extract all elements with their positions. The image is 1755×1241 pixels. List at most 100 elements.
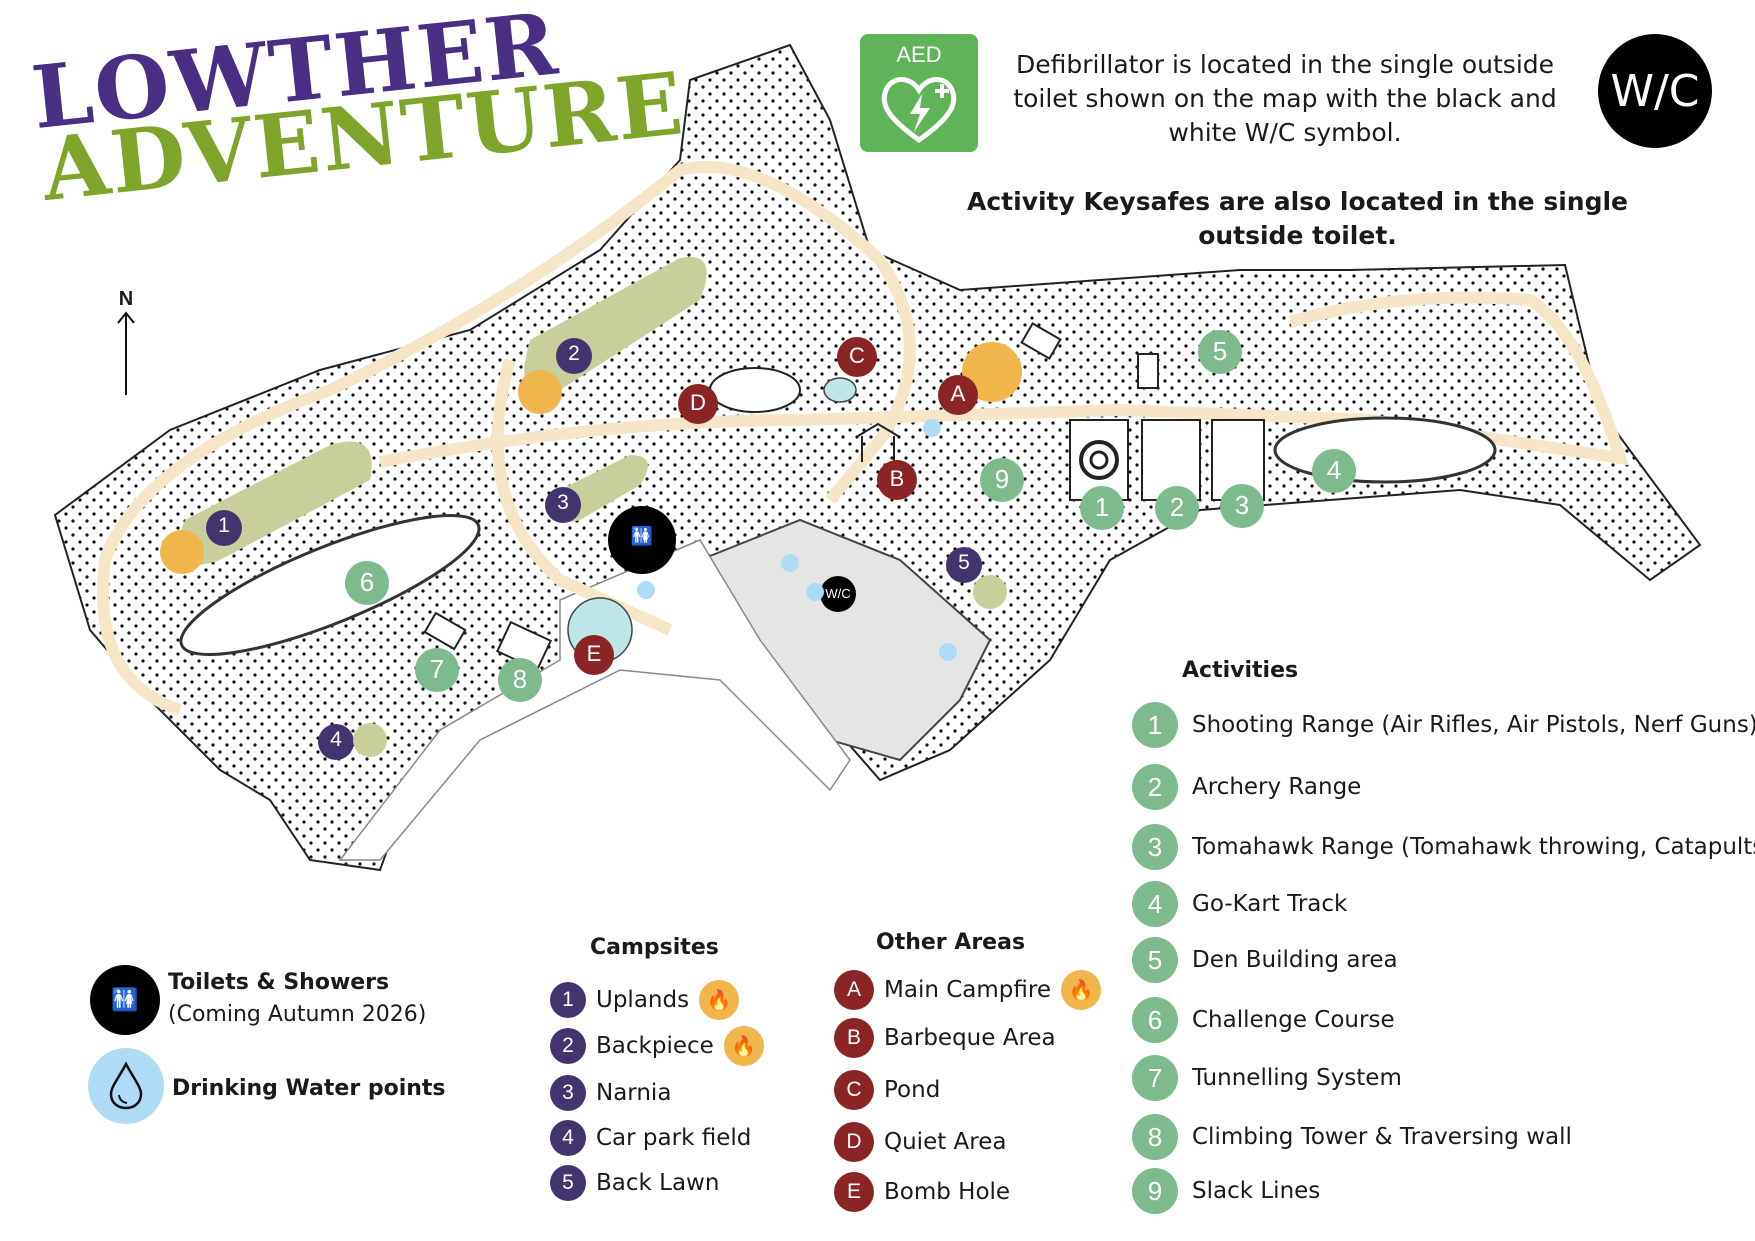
target-icon: [1079, 440, 1119, 480]
activity-number: 7: [1132, 1055, 1178, 1101]
archery-range-box: [1141, 419, 1201, 501]
activity-label: Slack Lines: [1192, 1178, 1321, 1204]
campfire-icon: 🔥: [723, 1026, 764, 1066]
aed-icon: AED: [860, 34, 978, 152]
north-label: N: [118, 288, 134, 310]
other-area-label: Barbeque Area: [884, 1025, 1056, 1051]
other-marker-e-label: E: [586, 641, 602, 666]
activity-legend-row: 3 Tomahawk Range (Tomahawk throwing, Cat…: [1132, 824, 1755, 870]
quiet-area-outline: [709, 367, 801, 413]
activity-legend-row: 9 Slack Lines: [1132, 1168, 1320, 1214]
campfire-icon: 🔥: [1060, 970, 1101, 1010]
activity-marker-3: [1220, 484, 1264, 528]
activity-markers: [345, 330, 1356, 702]
pond-shape: [823, 377, 857, 403]
other-marker-b: [877, 460, 917, 500]
other-areas-title: Other Areas: [876, 930, 1026, 955]
tent-icon: [353, 723, 387, 757]
aed-notice: Defibrillator is located in the single o…: [1013, 50, 1557, 147]
campsite-marker-1-label: 1: [218, 514, 230, 537]
activity-label: Shooting Range (Air Rifles, Air Pistols,…: [1192, 712, 1755, 738]
campsite-legend-row: 1 Uplands 🔥: [550, 980, 740, 1020]
other-area-legend-row: E Bomb Hole: [834, 1172, 1010, 1212]
den-hut-2: [1137, 353, 1159, 389]
activity-marker-5: [1198, 330, 1242, 374]
main-path: [96, 161, 916, 716]
activity-label: Go-Kart Track: [1192, 891, 1348, 917]
campsite-label: Narnia: [596, 1080, 672, 1106]
water-drop-glyph: [109, 1061, 143, 1110]
other-area-letter: E: [834, 1172, 874, 1212]
other-marker-b-label: B: [889, 466, 905, 491]
water-drop-icon: [637, 581, 655, 599]
water-drop-icon: [88, 1048, 164, 1124]
activity-marker-8-label: 8: [512, 664, 528, 694]
other-marker-c-label: C: [849, 343, 865, 368]
water-drop-icon: [781, 554, 799, 572]
campsite-label: Backpiece: [596, 1033, 714, 1059]
campfire-icon: [160, 530, 204, 574]
activity-label: Den Building area: [1192, 947, 1398, 973]
wc-symbol: W/C: [1598, 34, 1712, 148]
activity-label: Challenge Course: [1192, 1007, 1395, 1033]
challenge-course-outline: [179, 513, 481, 657]
other-marker-e: [574, 635, 614, 675]
campsites-title: Campsites: [590, 935, 719, 960]
other-marker-a: [938, 375, 978, 415]
other-area-markers: [574, 337, 978, 675]
activity-marker-4: [1312, 449, 1356, 493]
activity-legend-row: 4 Go-Kart Track: [1132, 881, 1347, 927]
toilet-block-marker: [608, 506, 676, 574]
activity-number: 1: [1132, 702, 1178, 748]
other-area-label: Pond: [884, 1077, 941, 1103]
tent-markers: [353, 575, 1007, 757]
activity-legend-row: 1 Shooting Range (Air Rifles, Air Pistol…: [1132, 702, 1755, 748]
other-area-label: Bomb Hole: [884, 1179, 1011, 1205]
main-road: [338, 539, 851, 861]
activity-number: 3: [1132, 824, 1178, 870]
campsite-marker-5-label: 5: [958, 551, 970, 574]
other-area-label: Quiet Area: [884, 1129, 1007, 1155]
campsite-number: 4: [550, 1120, 586, 1156]
campsite-number: 2: [550, 1028, 586, 1064]
campsite-marker-2-label: 2: [568, 342, 580, 365]
activity-label: Tunnelling System: [1192, 1065, 1402, 1091]
activity-marker-6: [345, 561, 389, 605]
activity-marker-5-label: 5: [1212, 336, 1228, 366]
water-drop-icon: [806, 583, 824, 601]
activity-number: 6: [1132, 997, 1178, 1043]
activity-legend-row: 5 Den Building area: [1132, 937, 1398, 983]
tent-icon: [973, 575, 1007, 609]
wc-marker: [820, 576, 856, 612]
campsite-markers: [206, 338, 982, 760]
campsite-label: Car park field: [596, 1125, 752, 1151]
activity-marker-1-label: 1: [1094, 492, 1110, 522]
activity-marker-7: [415, 648, 459, 692]
activity-marker-7-label: 7: [429, 654, 445, 684]
go-kart-track-outline: [1273, 416, 1497, 484]
other-marker-d: [678, 384, 718, 424]
activity-marker-9: [980, 458, 1024, 502]
activity-legend-row: 2 Archery Range: [1132, 764, 1361, 810]
other-area-label: Main Campfire: [884, 977, 1051, 1003]
heart-lightning-icon: [881, 77, 957, 144]
water-drop-icon: [923, 419, 941, 437]
campsite-legend-row: 3 Narnia: [550, 1075, 671, 1111]
campsite-marker-3-label: 3: [557, 491, 569, 514]
east-path: [378, 291, 1629, 468]
activity-marker-2-label: 2: [1169, 492, 1185, 522]
campsite-label: Uplands: [596, 987, 690, 1013]
campsite-marker-4-label: 4: [330, 728, 342, 751]
campsite-label: Back Lawn: [596, 1170, 720, 1196]
activity-legend-row: 6 Challenge Course: [1132, 997, 1395, 1043]
other-area-letter: C: [834, 1070, 874, 1110]
campsite-marker-1: [206, 510, 242, 546]
keysafe-notice: Activity Keysafes are also located in th…: [967, 187, 1628, 250]
other-area-legend-row: D Quiet Area: [834, 1122, 1006, 1162]
activity-marker-3-label: 3: [1234, 490, 1250, 520]
inner-path: [491, 358, 673, 636]
tunnel-hut: [423, 611, 467, 651]
other-area-letter: A: [834, 970, 874, 1010]
aed-badge-label: AED: [896, 42, 942, 67]
